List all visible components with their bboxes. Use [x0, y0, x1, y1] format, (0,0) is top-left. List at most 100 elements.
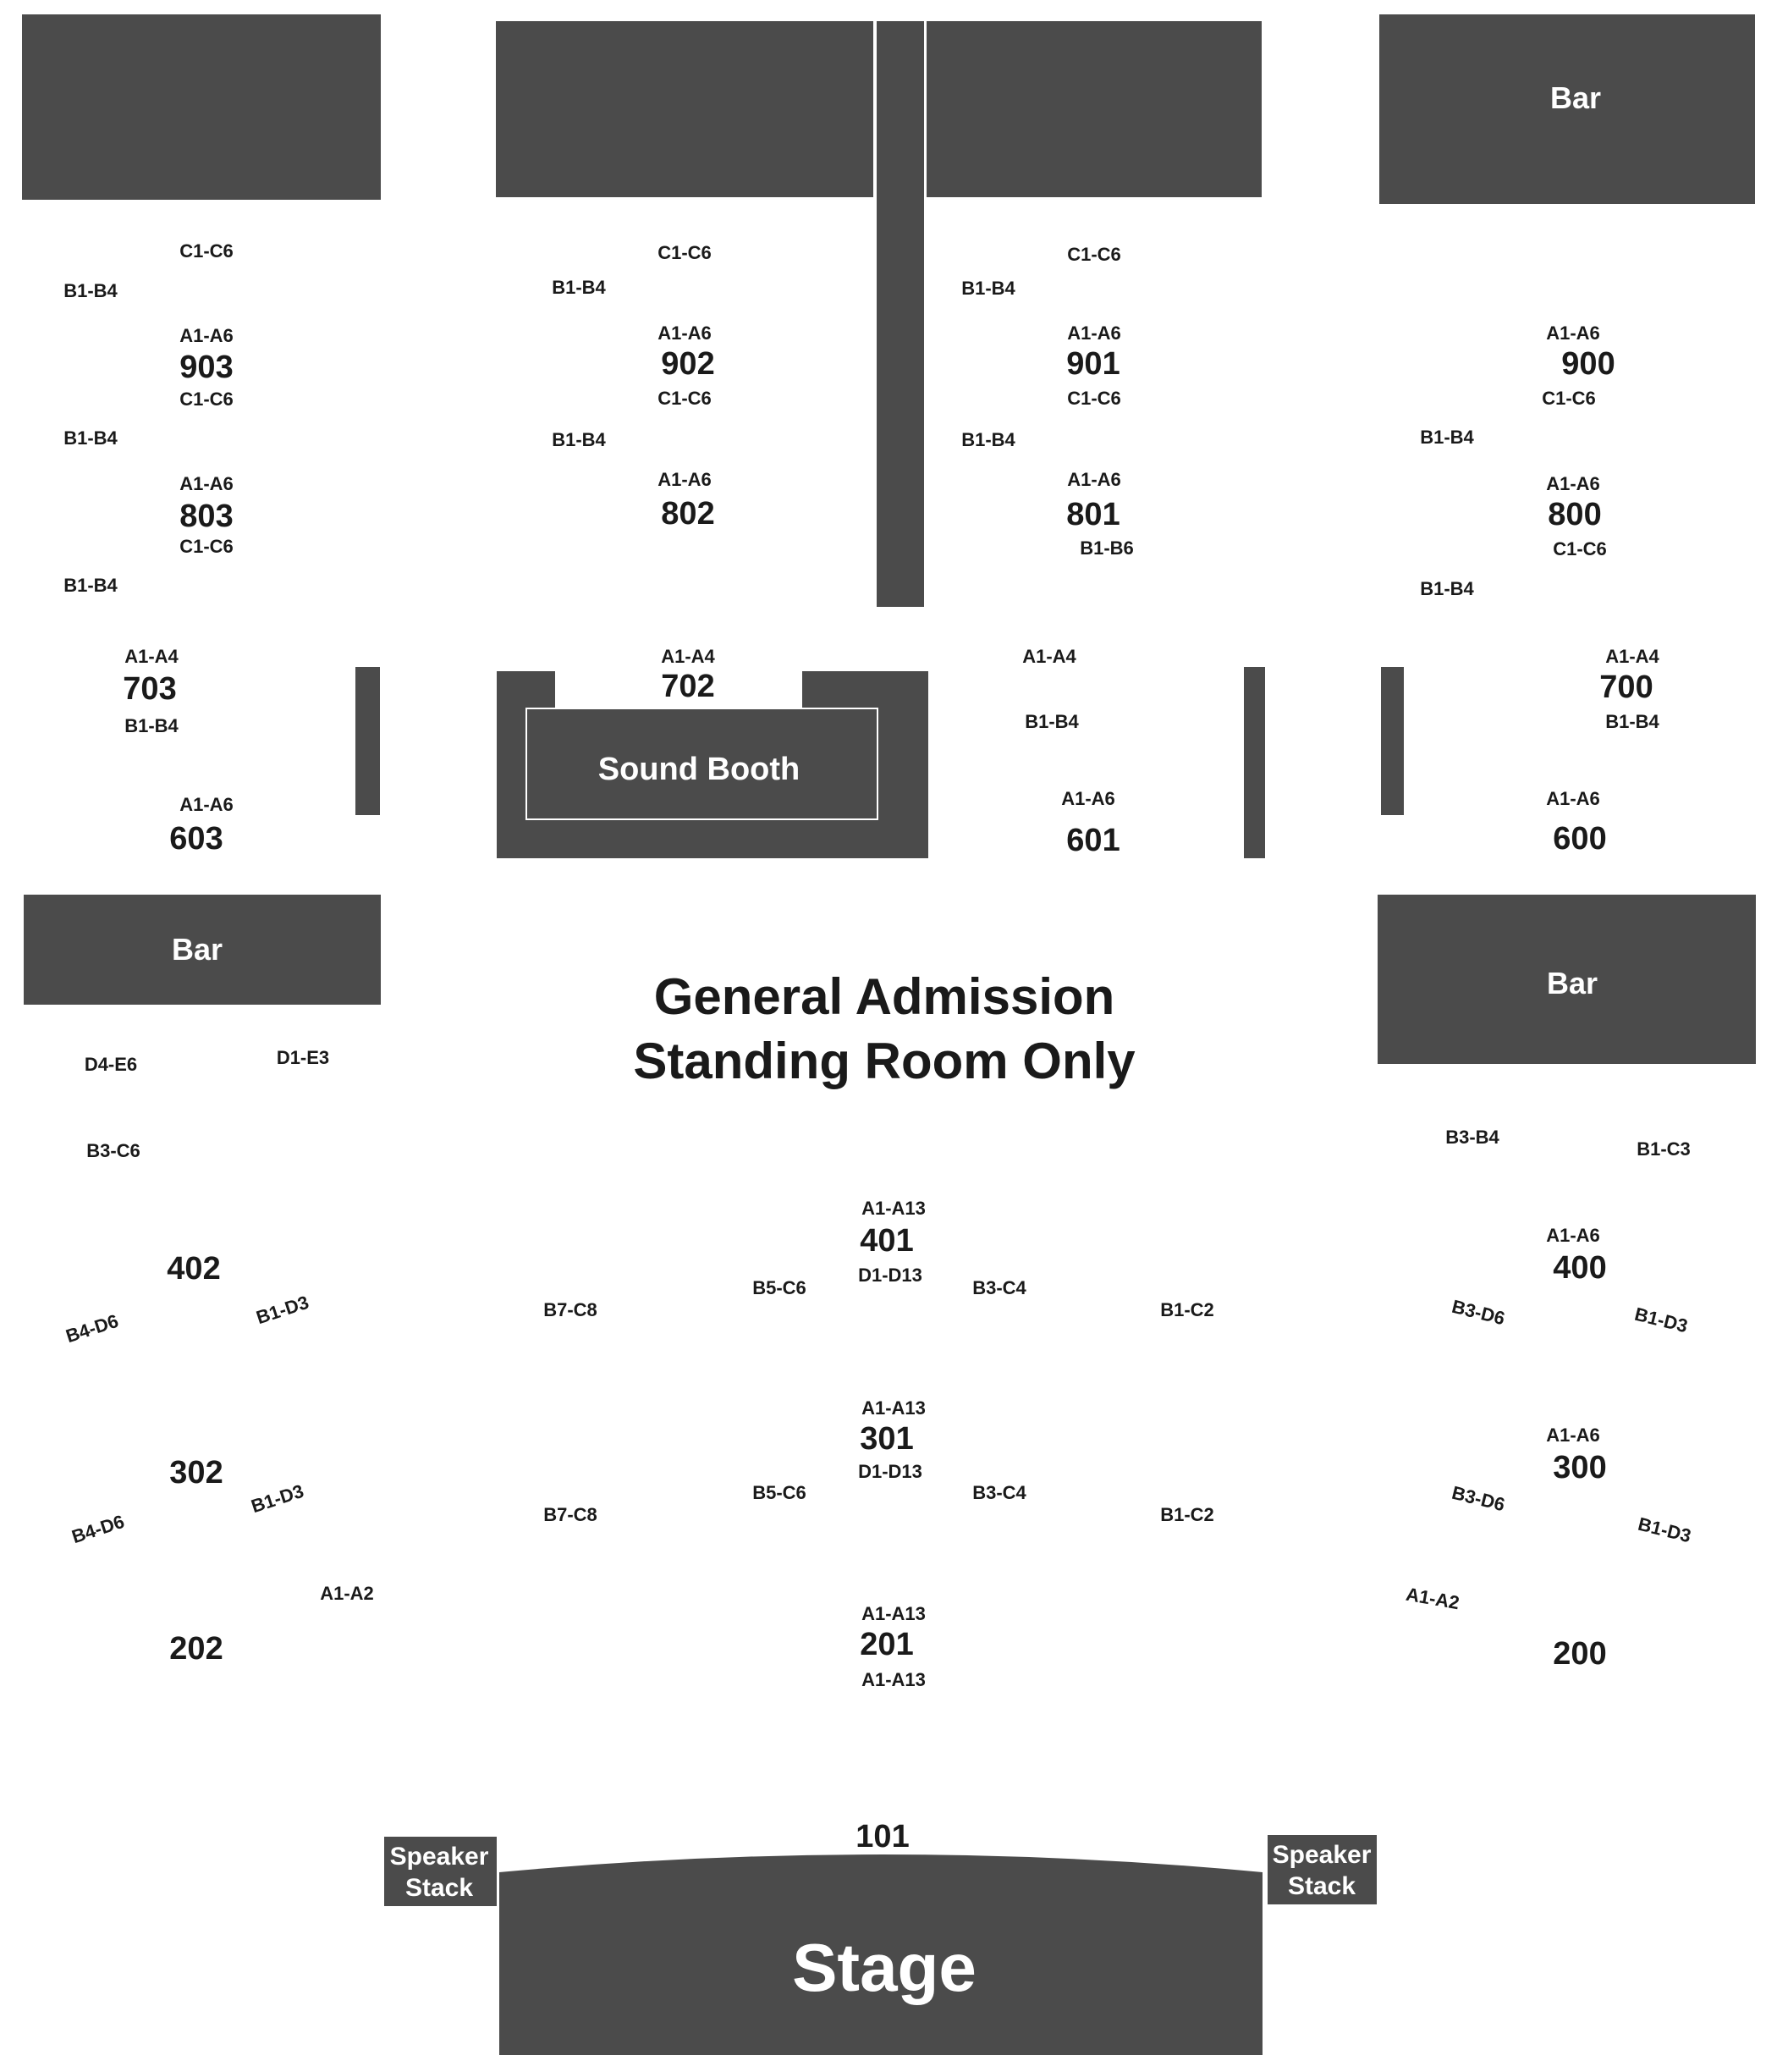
bar-left[interactable]	[24, 895, 381, 1005]
row-label: B1-B4	[961, 429, 1015, 450]
row-label: A1-A4	[661, 646, 715, 667]
section-800[interactable]: 800	[1548, 497, 1601, 532]
row-label: B1-B4	[1420, 578, 1474, 599]
row-label: A1-A6	[1061, 788, 1115, 809]
section-601[interactable]: 601	[1066, 823, 1120, 858]
row-label: C1-C6	[179, 536, 234, 557]
row-label: D1-E3	[277, 1047, 329, 1068]
row-label: C1-C6	[179, 240, 234, 262]
section-600[interactable]: 600	[1553, 821, 1606, 857]
speaker-stack-right-label-1: Speaker	[1273, 1841, 1372, 1869]
section-201[interactable]: 201	[860, 1627, 913, 1662]
stage[interactable]	[499, 1854, 1263, 2055]
section-302[interactable]: 302	[169, 1455, 223, 1491]
row-label: A1-A13	[861, 1669, 926, 1690]
row-label: A1-A6	[1546, 473, 1600, 494]
row-label: A1-A4	[1022, 646, 1076, 667]
row-label: B7-C8	[543, 1299, 597, 1320]
row-label: A1-A6	[179, 325, 234, 346]
row-label: A1-A6	[657, 322, 712, 344]
section-801[interactable]: 801	[1066, 497, 1120, 532]
row-label: B3-C4	[972, 1482, 1026, 1503]
row-label: B1-B4	[63, 575, 118, 596]
section-802[interactable]: 802	[661, 496, 714, 532]
row-label: B1-B6	[1080, 537, 1134, 559]
row-label: A1-A6	[1546, 1225, 1600, 1246]
row-label: B1-B4	[1025, 711, 1079, 732]
pillar-left	[355, 667, 380, 815]
row-label: B3-C4	[972, 1277, 1026, 1298]
row-label: B1-C2	[1160, 1299, 1214, 1320]
row-label: B3-D6	[1450, 1296, 1507, 1330]
row-label: C1-C6	[1553, 538, 1607, 559]
row-label: B1-B4	[1605, 711, 1659, 732]
row-label: C1-C6	[179, 388, 234, 410]
row-label: B5-C6	[752, 1277, 806, 1298]
bar-top-right[interactable]	[1379, 14, 1755, 204]
section-402[interactable]: 402	[167, 1251, 220, 1287]
bar-right[interactable]	[1378, 895, 1756, 1064]
section-300[interactable]: 300	[1553, 1450, 1606, 1485]
row-label: C1-C6	[657, 242, 712, 263]
row-label: B1-D3	[1636, 1513, 1693, 1547]
top-left-block	[22, 14, 381, 200]
top-center-left-block	[496, 21, 873, 197]
section-903[interactable]: 903	[179, 350, 233, 385]
bar-left-label: Bar	[172, 932, 223, 967]
row-label: B1-D3	[1632, 1303, 1690, 1337]
section-702[interactable]: 702	[661, 669, 714, 704]
section-803[interactable]: 803	[179, 499, 233, 534]
section-101[interactable]: 101	[855, 1819, 909, 1854]
sound-booth-label: Sound Booth	[598, 752, 800, 787]
row-label: C1-C6	[657, 388, 712, 409]
section-301[interactable]: 301	[860, 1421, 913, 1457]
section-902[interactable]: 902	[661, 346, 714, 382]
center-divider-column	[877, 21, 924, 607]
section-200[interactable]: 200	[1553, 1636, 1606, 1672]
row-label: B1-B4	[124, 715, 179, 736]
sound-booth[interactable]	[525, 708, 878, 820]
row-label: A1-A2	[1405, 1584, 1461, 1614]
row-label: D1-D13	[858, 1461, 922, 1482]
row-label: A1-A6	[1067, 469, 1121, 490]
section-400[interactable]: 400	[1553, 1250, 1606, 1286]
section-700[interactable]: 700	[1599, 670, 1653, 705]
section-603[interactable]: 603	[169, 821, 223, 857]
speaker-stack-left-label-1: Speaker	[390, 1843, 489, 1871]
row-label: B1-B4	[63, 280, 118, 301]
row-label: A1-A6	[657, 469, 712, 490]
row-label: B1-C3	[1637, 1138, 1691, 1160]
stage-label: Stage	[792, 1930, 977, 2005]
top-center-right-block	[927, 21, 1262, 197]
row-label: A1-A6	[179, 794, 234, 815]
row-label: C1-C6	[1067, 388, 1121, 409]
row-label: C1-C6	[1542, 388, 1596, 409]
row-label: A1-A6	[1546, 1424, 1600, 1446]
row-label: A1-A6	[1067, 322, 1121, 344]
row-label: B1-B4	[1420, 427, 1474, 448]
row-label: A1-A6	[1546, 788, 1600, 809]
row-label: B1-B4	[552, 277, 606, 298]
section-401[interactable]: 401	[860, 1223, 913, 1259]
row-label: B4-D6	[69, 1511, 127, 1547]
bar-right-label: Bar	[1547, 966, 1598, 1000]
row-label: D1-D13	[858, 1265, 922, 1286]
speaker-stack-right[interactable]	[1268, 1835, 1377, 1904]
row-label: B4-D6	[63, 1310, 121, 1347]
row-label: A1-A4	[124, 646, 179, 667]
row-label: A1-A13	[861, 1603, 926, 1624]
speaker-stack-left[interactable]	[384, 1837, 497, 1906]
section-202[interactable]: 202	[169, 1631, 223, 1667]
row-label: A1-A6	[1546, 322, 1600, 344]
row-label: B1-B4	[961, 278, 1015, 299]
section-703[interactable]: 703	[123, 671, 176, 707]
row-label: A1-A13	[861, 1397, 926, 1419]
row-label: B1-D3	[254, 1292, 311, 1328]
row-label: B5-C6	[752, 1482, 806, 1503]
section-900[interactable]: 900	[1561, 346, 1615, 382]
speaker-stack-left-label-2: Stack	[405, 1874, 473, 1902]
section-901[interactable]: 901	[1066, 346, 1120, 382]
bar-top-right-label: Bar	[1550, 80, 1601, 115]
row-label: C1-C6	[1067, 244, 1121, 265]
